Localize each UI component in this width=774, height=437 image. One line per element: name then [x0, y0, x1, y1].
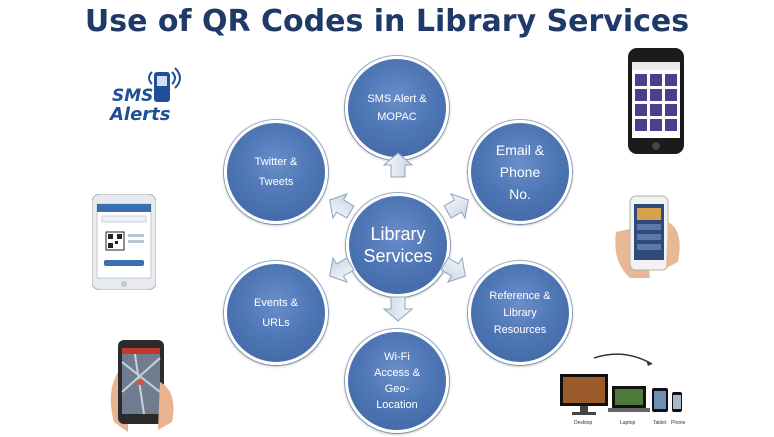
device-label-desktop: Desktop [574, 420, 592, 426]
map-phone-image [104, 332, 184, 432]
node-twitter-tweets[interactable]: Twitter & Tweets [224, 120, 328, 224]
node-reference-resources[interactable]: Reference & Library Resources [468, 261, 572, 365]
node-events-label: Events & URLs [254, 293, 298, 333]
node-email-label: Email & Phone No. [496, 139, 544, 205]
node-email-phone[interactable]: Email & Phone No. [468, 120, 572, 224]
node-library-services-label: Library Services [363, 223, 432, 267]
hand-phone-image [612, 192, 686, 280]
node-events-urls[interactable]: Events & URLs [224, 261, 328, 365]
node-reference-label: Reference & Library Resources [489, 288, 550, 339]
node-wifi-label: Wi-Fi Access & Geo- Location [374, 349, 420, 413]
devices-group: Desktop Laptop Tablet Phone [554, 352, 688, 434]
node-wifi-geolocation[interactable]: Wi-Fi Access & Geo- Location [345, 329, 449, 433]
node-twitter-label: Twitter & Tweets [255, 152, 298, 192]
device-label-tablet: Tablet [653, 420, 666, 426]
node-library-services[interactable]: Library Services [346, 193, 450, 297]
app-phone-image [628, 48, 684, 154]
node-sms-label: SMS Alert & MOPAC [367, 90, 426, 126]
sms-alerts-logo: SMS Alerts [104, 58, 194, 130]
page-title: Use of QR Codes in Library Services [0, 4, 774, 39]
qr-phone-image [92, 194, 156, 290]
arrow-down [384, 297, 412, 321]
sms-logo-line1: SMS [112, 86, 153, 106]
arrow-up-right [441, 188, 476, 224]
sms-logo-line2: Alerts [110, 104, 171, 125]
devices-image [554, 352, 688, 422]
node-sms-alert-mopac[interactable]: SMS Alert & MOPAC [345, 56, 449, 160]
device-label-laptop: Laptop [620, 420, 635, 426]
device-label-phone: Phone [671, 420, 685, 426]
